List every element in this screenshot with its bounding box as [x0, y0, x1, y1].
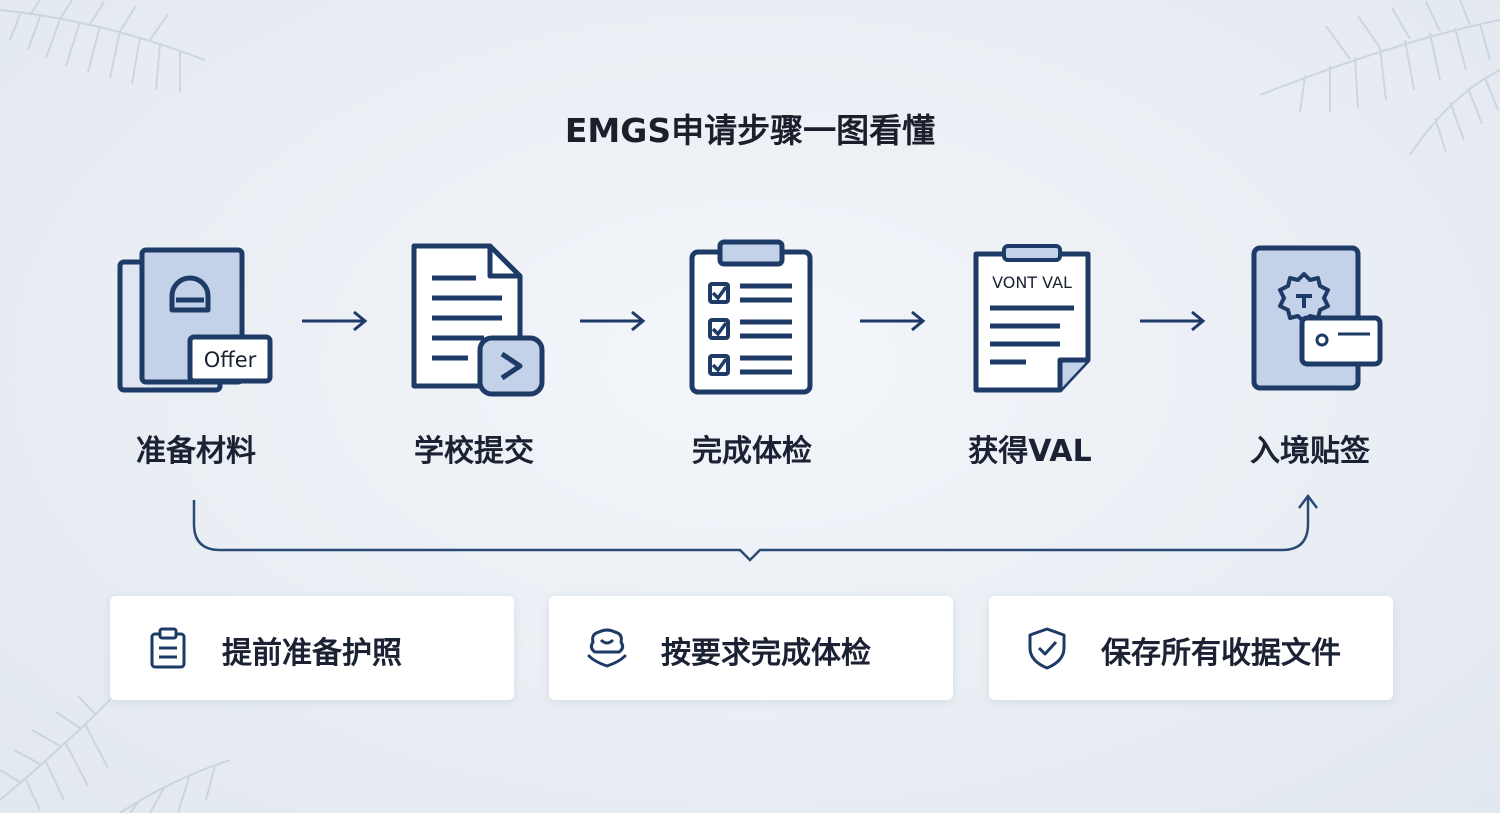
tip-card-receipts: 保存所有收据文件: [989, 596, 1393, 700]
tip-label: 保存所有收据文件: [1101, 636, 1341, 671]
palm-leaf-decoration-top-right: [1259, 0, 1500, 156]
step-medical-check: 完成体检: [642, 232, 862, 470]
clipboard-icon: [150, 627, 186, 669]
tip-card-passport: 提前准备护照: [110, 596, 514, 700]
arrow-right-icon: [302, 310, 368, 332]
step-entry-sticker: 入境贴签: [1200, 232, 1420, 470]
arrow-right-icon: [1140, 310, 1206, 332]
step-label: 完成体检: [692, 434, 812, 469]
step-school-submit: 学校提交: [364, 232, 584, 470]
page-title: EMGS申请步骤一图看懂: [564, 111, 936, 150]
tip-label: 提前准备护照: [222, 636, 402, 671]
val-letter-icon: VONT VAL: [973, 244, 1091, 393]
health-check-icon: [587, 628, 627, 668]
offer-text: Offer: [204, 348, 257, 372]
step-label: 准备材料: [136, 434, 256, 469]
submit-document-icon: [411, 243, 545, 397]
checklist-clipboard-icon: [689, 239, 813, 395]
palm-leaf-decoration-top-left: [0, 0, 206, 92]
step-get-val: VONT VAL 获得VAL: [920, 232, 1140, 470]
step-label: 学校提交: [414, 434, 534, 469]
step-label: 获得VAL: [968, 434, 1092, 469]
val-letter-text: VONT VAL: [992, 273, 1072, 292]
tip-card-medical: 按要求完成体检: [549, 596, 953, 700]
shield-check-icon: [1028, 627, 1066, 670]
offer-document-icon: Offer: [117, 247, 273, 393]
arrow-right-icon: [860, 310, 926, 332]
arrow-right-icon: [580, 310, 646, 332]
tip-label: 按要求完成体检: [661, 636, 871, 671]
palm-leaf-decoration-bottom-left: [0, 695, 231, 813]
passport-sticker-icon: [1251, 245, 1383, 391]
step-label: 入境贴签: [1250, 434, 1370, 469]
step-prepare-materials: Offer 准备材料: [86, 232, 306, 470]
